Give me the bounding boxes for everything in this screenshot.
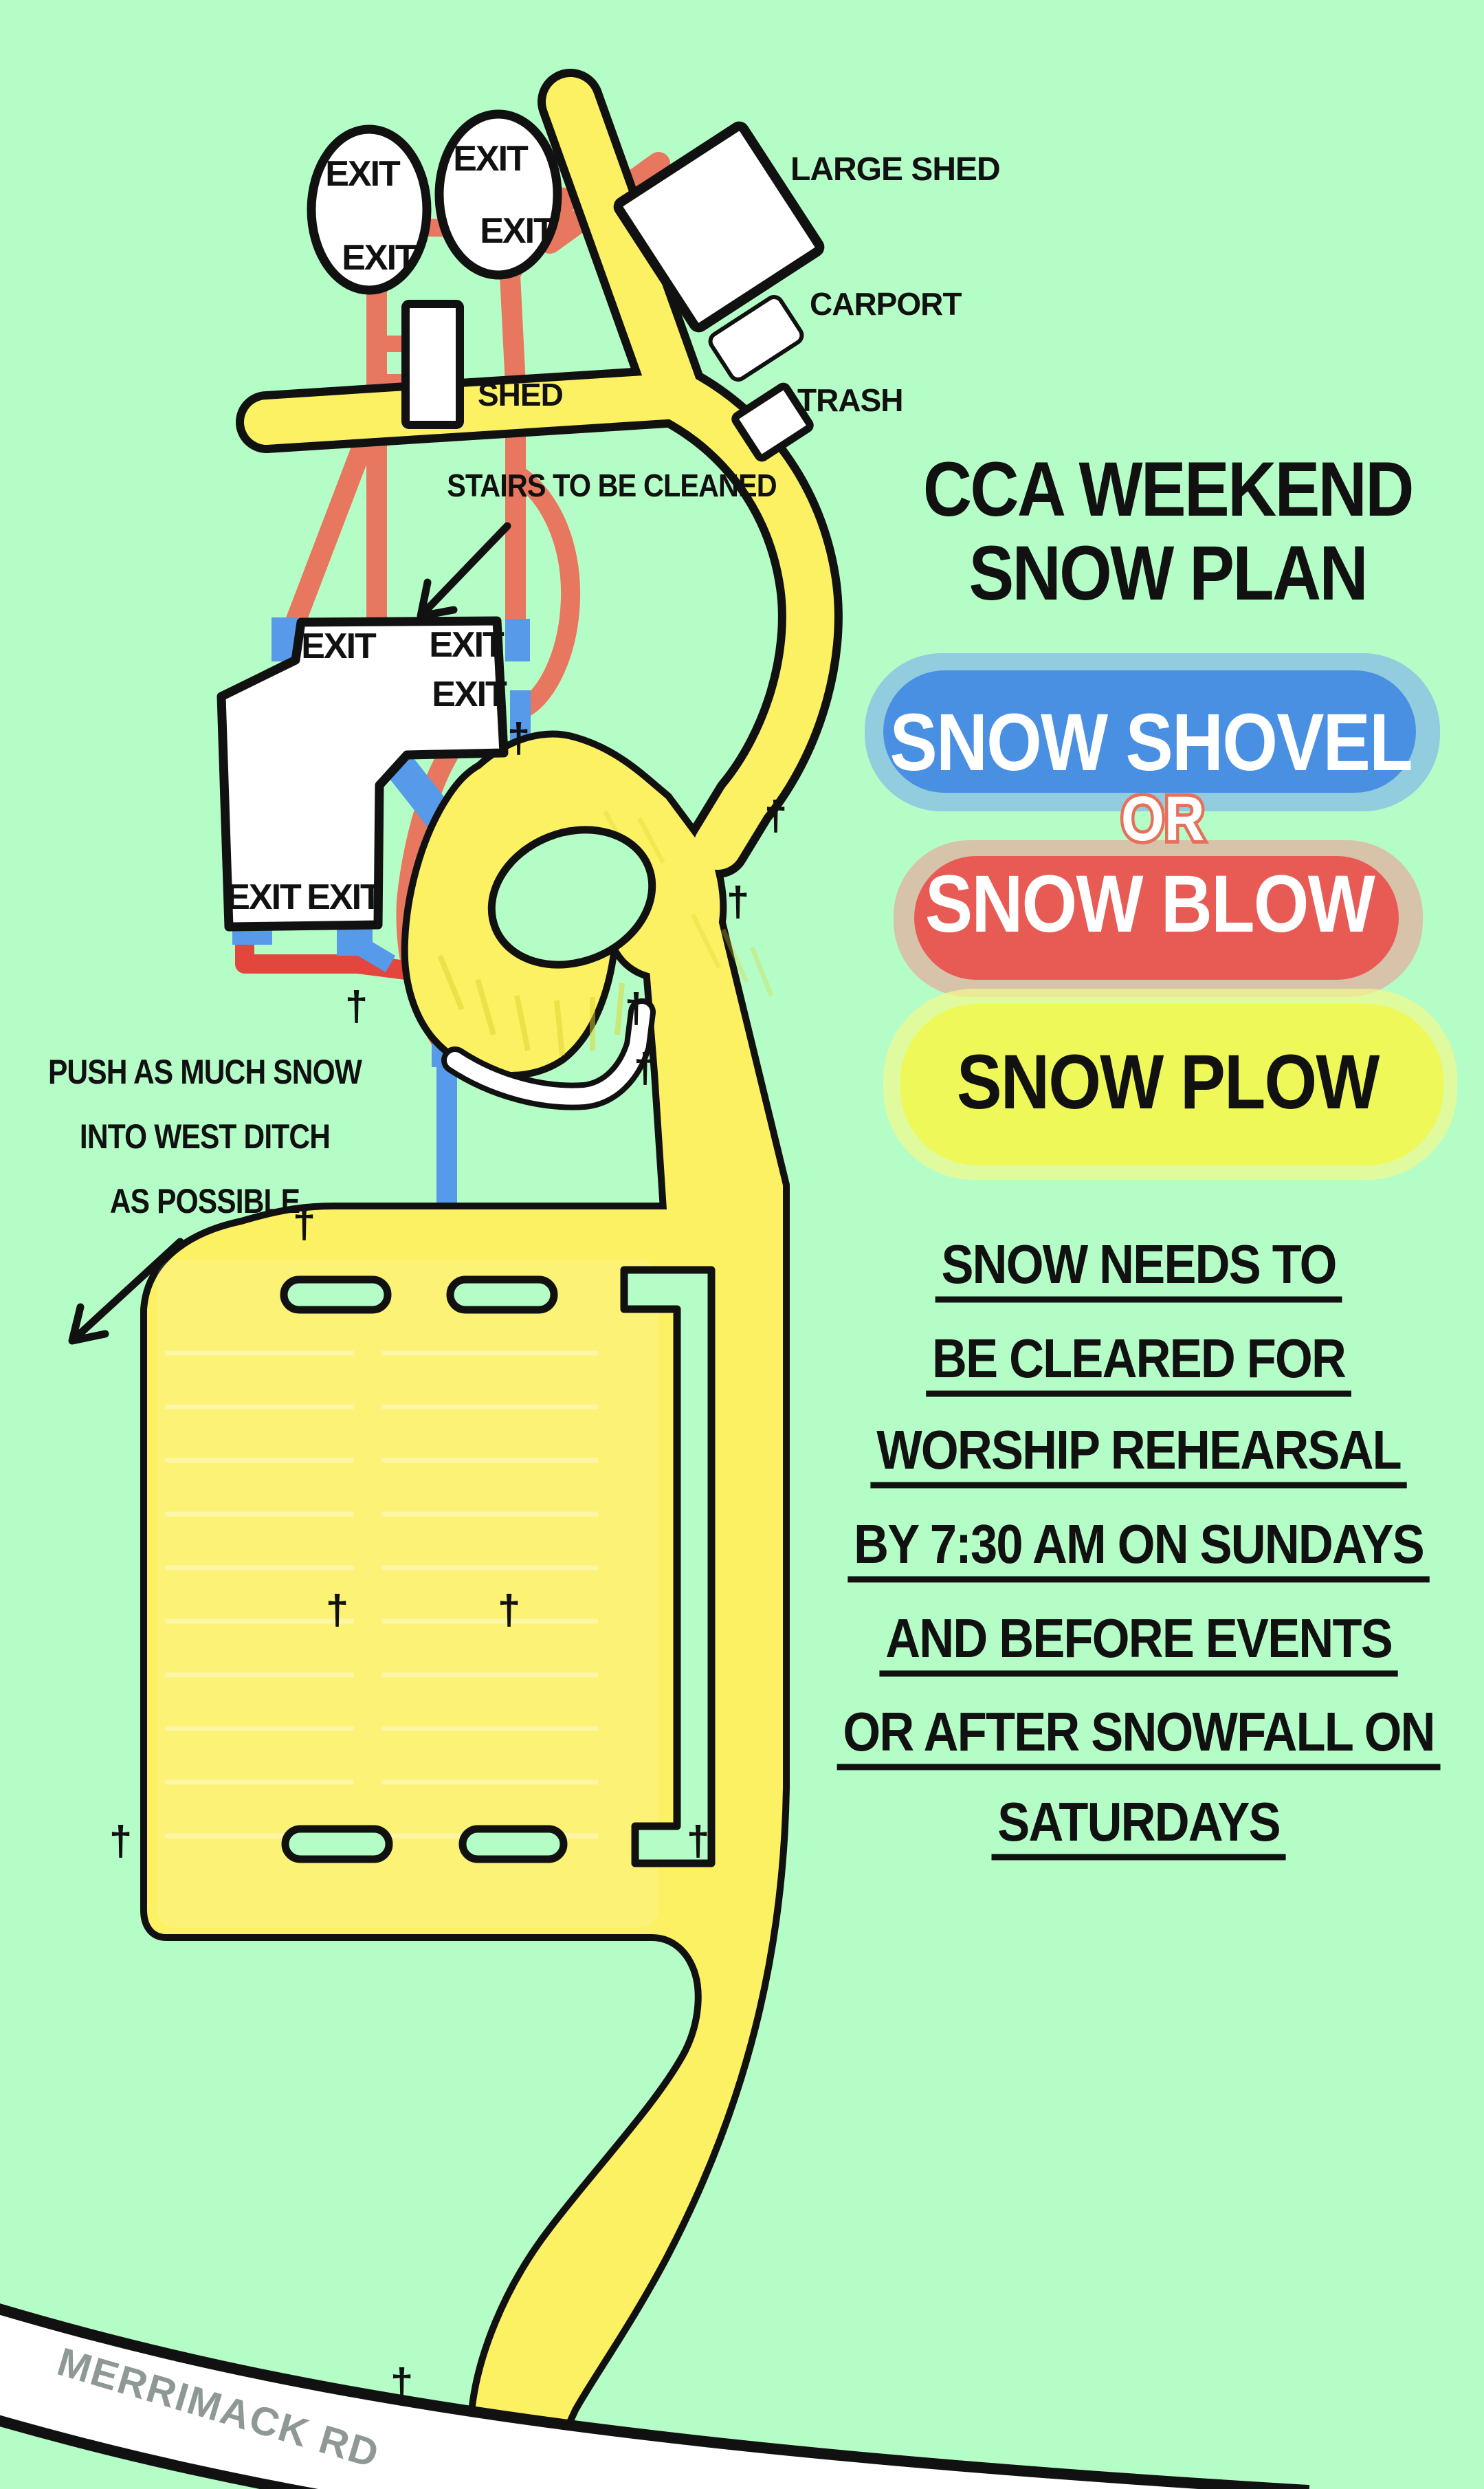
light-post-marker: †: [727, 879, 749, 925]
large-shed: [613, 121, 825, 333]
push-note-line: PUSH AS MUCH SNOW: [48, 1053, 362, 1091]
light-post-marker: †: [345, 983, 367, 1029]
push-snow-annotation: PUSH AS MUCH SNOW INTO WEST DITCH AS POS…: [48, 1053, 363, 1345]
light-post-marker: †: [764, 793, 786, 839]
legend-plow-label: SNOW PLOW: [957, 1040, 1380, 1125]
push-snow-arrow: [68, 1238, 184, 1345]
legend-or-label: OR: [1121, 784, 1204, 854]
light-post-marker: †: [625, 985, 647, 1031]
stairs-arrow: [417, 522, 511, 620]
note-line: AND BEFORE EVENTS: [885, 1608, 1392, 1669]
light-post-marker: †: [109, 1818, 131, 1864]
legend-shovel-label: SNOW SHOVEL: [889, 697, 1411, 788]
ellipse-exit-label: EXIT: [453, 139, 529, 179]
light-post-marker: †: [293, 1200, 315, 1247]
carport-label: CARPORT: [810, 286, 962, 322]
building-exit-label: EXIT: [301, 626, 377, 666]
light-post-marker: †: [498, 1587, 520, 1633]
trash-label: TRASH: [797, 382, 902, 418]
building-exit-label: EXIT: [226, 877, 302, 917]
parking-stall-stripes: [165, 1350, 598, 1839]
light-post-marker: †: [326, 1587, 348, 1633]
light-post-markers: † † † † † † † † † † † †: [109, 715, 787, 2406]
lot-tint: [157, 1260, 658, 1928]
lot-island-pill: [458, 1825, 568, 1863]
info-panel: CCA WEEKEND SNOW PLAN SNOW SHOVEL OR SNO…: [837, 447, 1441, 1861]
building-exit-label: EXIT: [429, 625, 505, 665]
push-note-line: AS POSSIBLE: [110, 1182, 300, 1220]
ellipse-exit-label: EXIT: [480, 211, 555, 251]
drive-hatch-marks: [437, 954, 625, 1056]
page-title-line1: CCA WEEKEND: [923, 447, 1413, 532]
lot-island-long: [620, 1266, 716, 1867]
shed-label: SHED: [478, 377, 563, 413]
carport: [708, 295, 804, 382]
shed: [401, 300, 464, 429]
note-block: SNOW NEEDS TO BE CLEARED FOR WORSHIP REH…: [837, 1233, 1441, 1861]
ellipse-exit-label: EXIT: [342, 238, 417, 278]
note-line: OR AFTER SNOWFALL ON: [843, 1701, 1434, 1762]
stairs-note: STAIRS TO BE CLEANED: [447, 468, 776, 504]
green-islands: [280, 826, 716, 1867]
page-title-line2: SNOW PLAN: [969, 531, 1366, 616]
note-line: WORSHIP REHEARSAL: [876, 1419, 1401, 1480]
trash-pad: [731, 382, 814, 462]
push-note-line: INTO WEST DITCH: [80, 1117, 330, 1156]
note-line: SNOW NEEDS TO: [941, 1233, 1336, 1295]
light-post-marker: †: [634, 1045, 656, 1091]
structures: SHED LARGE SHED CARPORT TRASH: [401, 121, 1001, 462]
lot-island-pill: [281, 1825, 393, 1863]
legend-blobs: [865, 653, 1457, 1180]
building-exit-label: EXIT: [307, 877, 382, 917]
note-line: SATURDAYS: [997, 1791, 1279, 1852]
light-post-marker: †: [390, 2360, 412, 2406]
legend-blow-label: SNOW BLOW: [925, 858, 1375, 950]
lot-island-pill: [280, 1275, 392, 1314]
exit-ellipse-east: EXIT EXIT: [434, 109, 562, 280]
light-post-marker: †: [687, 1818, 709, 1864]
note-line: BE CLEARED FOR: [932, 1328, 1346, 1389]
note-line: BY 7:30 AM ON SUNDAYS: [854, 1513, 1424, 1575]
light-post-marker: †: [507, 715, 529, 761]
entrance-sidewalk: [441, 998, 656, 1110]
ellipse-exit-label: EXIT: [325, 154, 401, 194]
lot-island-pill: [446, 1275, 558, 1314]
building-exit-label: EXIT: [432, 675, 507, 714]
large-shed-label: LARGE SHED: [790, 151, 1000, 188]
stairs-annotation: STAIRS TO BE CLEANED: [417, 468, 777, 620]
merrimack-road: MERRIMACK RD: [0, 2303, 1310, 2489]
building-chapel: EXIT EXIT EXIT EXIT EXIT: [217, 616, 509, 932]
exit-ellipse-west: EXIT EXIT: [307, 124, 432, 295]
circle-drive-island: [487, 826, 656, 969]
